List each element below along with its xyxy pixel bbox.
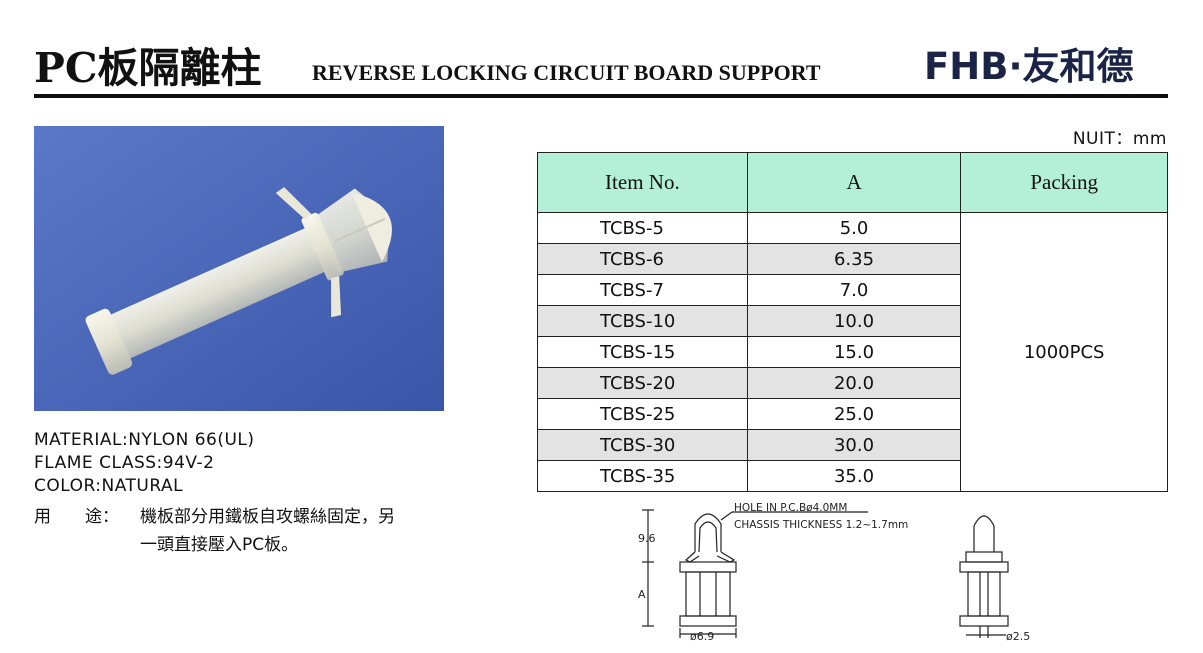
dim-top-label: 9.6 [638, 532, 656, 545]
packing-cell: 1000PCS [960, 212, 1168, 492]
header-packing: Packing [960, 152, 1168, 213]
usage-label: 用 途： [34, 507, 119, 527]
a-value-cell: 6.35 [746, 243, 962, 275]
a-value-cell: 7.0 [746, 274, 962, 306]
item-no-cell: TCBS-35 [537, 460, 748, 492]
hole-note: HOLE IN P.C.Bø4.0MM [734, 502, 847, 514]
dim-a-label: A [638, 588, 646, 601]
item-no-cell: TCBS-30 [537, 429, 748, 461]
dim-side-label: ø2.5 [1006, 630, 1030, 643]
a-value-cell: 15.0 [746, 336, 962, 368]
unit-label: NUIT：mm [1072, 129, 1167, 149]
a-value-cell: 30.0 [746, 429, 962, 461]
table-header-row: Item No. A Packing [537, 152, 1168, 213]
header-item-no: Item No. [537, 152, 748, 213]
color-spec: COLOR:NATURAL [34, 476, 184, 496]
item-no-cell: TCBS-7 [537, 274, 748, 306]
header-a: A [746, 152, 962, 213]
product-photo [34, 126, 444, 411]
page-title-english: REVERSE LOCKING CIRCUIT BOARD SUPPORT [312, 60, 821, 85]
usage-line-2: 一頭直接壓入PC板。 [140, 535, 299, 555]
a-value-cell: 5.0 [746, 212, 962, 244]
brand-logo: FHB·友和德 [924, 45, 1134, 88]
a-value-cell: 20.0 [746, 367, 962, 399]
technical-drawing: 9.6 A ø6.9 HOLE IN P.C.Bø4.0MM CHASSIS T… [620, 500, 1040, 653]
a-value-cell: 35.0 [746, 460, 962, 492]
a-value-cell: 10.0 [746, 305, 962, 337]
header-rule [34, 94, 1168, 98]
material-spec: MATERIAL:NYLON 66(UL) [34, 430, 255, 450]
chassis-note: CHASSIS THICKNESS 1.2~1.7mm [734, 519, 908, 531]
item-no-cell: TCBS-6 [537, 243, 748, 275]
item-no-cell: TCBS-15 [537, 336, 748, 368]
flame-class-spec: FLAME CLASS:94V-2 [34, 453, 215, 473]
drawing-svg: 9.6 A ø6.9 HOLE IN P.C.Bø4.0MM CHASSIS T… [638, 502, 1030, 643]
page-title-chinese: PC板隔離柱 [34, 44, 262, 92]
item-no-cell: TCBS-10 [537, 305, 748, 337]
a-value-cell: 25.0 [746, 398, 962, 430]
item-no-cell: TCBS-5 [537, 212, 748, 244]
product-photo-illustration [34, 126, 444, 411]
usage-line-1: 機板部分用鐵板自攻螺絲固定，另 [140, 507, 395, 527]
usage-text: 用 途： 機板部分用鐵板自攻螺絲固定，另 一頭直接壓入PC板。 [34, 503, 395, 559]
dim-width-label: ø6.9 [690, 630, 714, 643]
item-no-cell: TCBS-20 [537, 367, 748, 399]
item-no-cell: TCBS-25 [537, 398, 748, 430]
